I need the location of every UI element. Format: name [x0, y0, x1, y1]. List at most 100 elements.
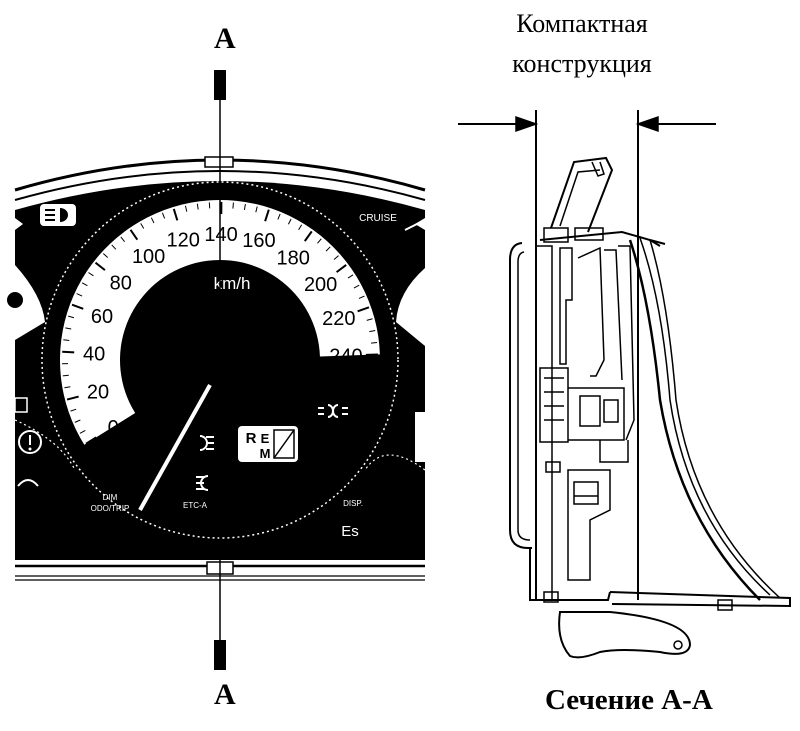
pcb-upper [568, 387, 625, 441]
etc-a-label: ETC-A [183, 501, 208, 510]
dimension-arrow-right [635, 115, 659, 133]
tick-mark [140, 223, 145, 229]
left-gauge-edge [15, 265, 45, 340]
tick-mark [335, 264, 347, 273]
speed-tick-label: 240 [329, 346, 362, 368]
tick-mark [264, 209, 270, 222]
tick-mark [68, 315, 75, 319]
compact-label-line1: Компактная [516, 9, 648, 38]
tick-mark [85, 436, 97, 445]
lower-bracket [599, 440, 629, 463]
top-clip-block [543, 227, 569, 243]
front-glass-outer [628, 239, 761, 601]
svg-text:M: M [260, 446, 271, 461]
turn-signal-icon [415, 218, 425, 230]
cross-section [458, 110, 791, 659]
tick-mark [62, 350, 75, 354]
tick-mark [358, 295, 365, 299]
tick-mark [64, 386, 71, 389]
tick-mark [79, 430, 86, 434]
tick-mark [62, 374, 69, 377]
tick-mark [333, 255, 339, 260]
engine-temp-icon [273, 374, 293, 395]
right-gauge-edge [396, 268, 425, 346]
connector-block [539, 367, 569, 443]
tick-mark [120, 236, 125, 242]
disp-label: DISP. [343, 499, 363, 508]
bottom-tab [609, 591, 791, 608]
tick-mark [287, 218, 292, 225]
tick-mark [70, 408, 77, 412]
front-frame [618, 245, 635, 441]
tick-mark [66, 395, 79, 401]
speedometer-face [59, 200, 380, 445]
dimension-arrow-left [515, 115, 539, 133]
screw-boss-1 [545, 461, 561, 473]
tick-mark [94, 261, 106, 271]
tick-mark [366, 318, 373, 321]
tick-mark [161, 212, 166, 219]
fuel-icon [17, 479, 39, 487]
tick-mark [347, 274, 354, 279]
warning-circle-icon [18, 430, 42, 454]
glass-top-tab [649, 239, 666, 245]
speed-tick-label: 80 [110, 272, 132, 294]
tick-mark [325, 246, 331, 252]
speed-tick-label: 20 [87, 382, 109, 404]
tick-mark [102, 253, 109, 258]
rear-case-inner [517, 251, 531, 541]
tick-mark [81, 282, 88, 287]
headlight-icon [40, 204, 76, 226]
top-edge [539, 230, 661, 247]
svg-text:R: R [246, 430, 257, 447]
stepper-motor [579, 395, 601, 427]
tick-mark [232, 202, 234, 209]
section-letter-bottom: A [214, 678, 236, 711]
battery-icon [14, 397, 28, 413]
compact-design-label: Компактная конструкция [462, 4, 702, 84]
front-glass-edge [649, 239, 781, 599]
dial-block-1 [559, 247, 573, 365]
rear-case-outer [509, 242, 532, 549]
gear-indicator: Es [341, 523, 359, 540]
section-caption: Сечение А-А [545, 684, 713, 716]
odo-trip-label: ODO/TRIP [91, 504, 130, 513]
pointer-tip [591, 161, 605, 177]
pointer-stem [550, 156, 614, 233]
dim-label: DIM [103, 493, 118, 502]
cruise-label: CRUISE [359, 213, 397, 224]
pointer-stem-inner [559, 169, 601, 227]
tick-mark [353, 284, 360, 289]
speed-tick-label: 40 [83, 343, 105, 365]
mount-hole [673, 640, 683, 650]
tick-mark [277, 213, 281, 220]
light-guide [577, 246, 605, 377]
dial-plate-back [535, 245, 553, 601]
screw-boss-2 [543, 591, 559, 603]
compact-label-line2: конструкция [512, 49, 652, 78]
tick-mark [111, 244, 117, 250]
right-side-display [415, 412, 425, 462]
speed-tick-label: 140 [204, 224, 237, 246]
tick-mark [357, 306, 370, 313]
auto-leveling-icon [318, 404, 348, 418]
tick-mark [371, 341, 378, 344]
tick-mark [74, 419, 81, 423]
speed-tick-label: 160 [242, 230, 275, 252]
tick-mark [184, 205, 188, 212]
tick-mark [71, 303, 84, 310]
tick-marks [62, 201, 378, 445]
tick-mark [303, 230, 313, 242]
fog-lamp-icon [199, 435, 214, 451]
tick-mark [150, 217, 155, 224]
tick-mark [129, 229, 139, 241]
speed-tick-label: 60 [91, 306, 113, 328]
light-guide-inner [604, 249, 623, 381]
speed-tick-label: 180 [276, 247, 309, 269]
outer-dotted-ring [41, 181, 399, 539]
tick-mark [172, 208, 179, 221]
speed-needle [138, 384, 212, 511]
tick-mark [317, 238, 322, 244]
lower-dial-block [567, 469, 611, 581]
rem-icon: R E M [238, 426, 298, 462]
